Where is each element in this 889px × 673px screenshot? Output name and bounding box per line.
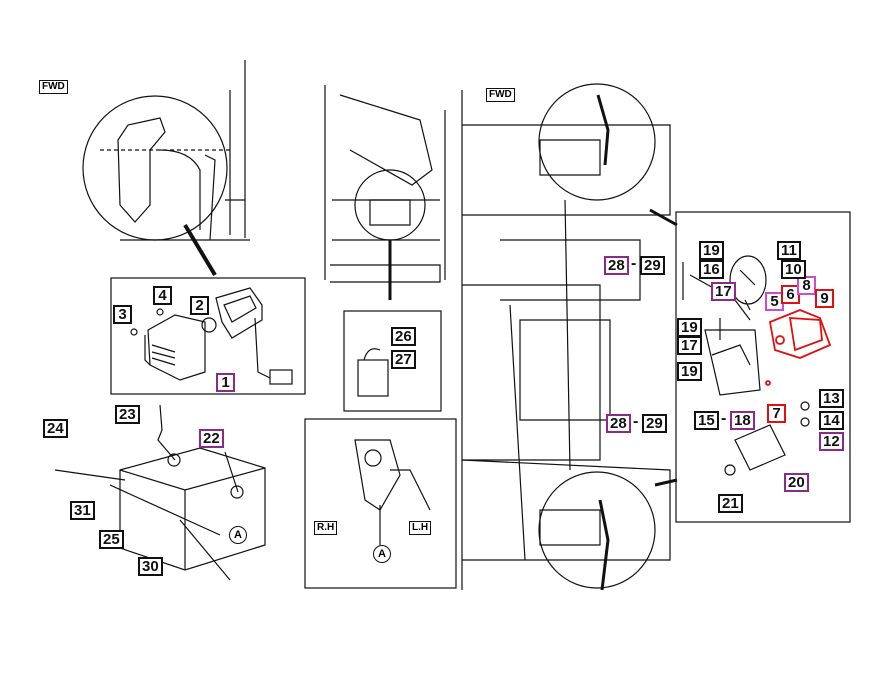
callout-19b[interactable]: 19 bbox=[677, 318, 702, 337]
callout-26[interactable]: 26 bbox=[391, 327, 416, 346]
callout-31[interactable]: 31 bbox=[70, 501, 95, 520]
relay-box bbox=[343, 310, 442, 412]
callout-16[interactable]: 16 bbox=[699, 260, 724, 279]
callout-9[interactable]: 9 bbox=[815, 289, 834, 308]
callout-14[interactable]: 14 bbox=[819, 411, 844, 430]
callout-10[interactable]: 10 bbox=[781, 260, 806, 279]
range-dash-15-18: - bbox=[721, 410, 727, 427]
joint-marker-a-tank: A bbox=[229, 526, 247, 544]
fuel-tank bbox=[54, 404, 266, 581]
callout-12[interactable]: 12 bbox=[819, 432, 844, 451]
lh-label: L.H bbox=[409, 521, 432, 535]
callout-8[interactable]: 8 bbox=[797, 276, 816, 295]
callout-27[interactable]: 27 bbox=[391, 350, 416, 369]
callout-1[interactable]: 1 bbox=[216, 373, 235, 392]
callout-30[interactable]: 30 bbox=[138, 557, 163, 576]
callout-20[interactable]: 20 bbox=[784, 473, 809, 492]
callout-28a[interactable]: 28 bbox=[604, 256, 629, 275]
fwd-arrow-center: FWD bbox=[486, 88, 515, 102]
callout-19a[interactable]: 19 bbox=[699, 241, 724, 260]
callout-24[interactable]: 24 bbox=[43, 419, 68, 438]
callout-18[interactable]: 18 bbox=[730, 411, 755, 430]
horn-box bbox=[304, 418, 457, 589]
headlight-mount-view bbox=[82, 60, 250, 277]
callout-17a[interactable]: 17 bbox=[711, 282, 736, 301]
callout-23[interactable]: 23 bbox=[115, 405, 140, 424]
callout-4[interactable]: 4 bbox=[153, 286, 172, 305]
callout-22[interactable]: 22 bbox=[199, 429, 224, 448]
range-dash-28-29a: - bbox=[631, 255, 637, 272]
callout-29a[interactable]: 29 bbox=[640, 256, 665, 275]
callout-2[interactable]: 2 bbox=[190, 296, 209, 315]
callout-13[interactable]: 13 bbox=[819, 389, 844, 408]
frame-top-view bbox=[324, 85, 446, 300]
joint-marker-a-horn: A bbox=[373, 545, 391, 563]
callout-17b[interactable]: 17 bbox=[677, 336, 702, 355]
chassis-plan-view bbox=[461, 83, 678, 591]
rh-label: R.H bbox=[314, 521, 338, 535]
callout-25[interactable]: 25 bbox=[99, 530, 124, 549]
callout-21[interactable]: 21 bbox=[718, 494, 743, 513]
callout-28b[interactable]: 28 bbox=[606, 414, 631, 433]
callout-19c[interactable]: 19 bbox=[677, 362, 702, 381]
amber-lens bbox=[765, 309, 832, 386]
callout-15[interactable]: 15 bbox=[694, 411, 719, 430]
callout-3[interactable]: 3 bbox=[113, 305, 132, 324]
headlight-assembly-box bbox=[110, 277, 306, 395]
range-dash-28-29b: - bbox=[633, 413, 639, 430]
callout-7[interactable]: 7 bbox=[767, 404, 786, 423]
callout-11[interactable]: 11 bbox=[777, 241, 801, 260]
fwd-arrow-left: FWD bbox=[39, 80, 68, 94]
callout-29b[interactable]: 29 bbox=[642, 414, 667, 433]
